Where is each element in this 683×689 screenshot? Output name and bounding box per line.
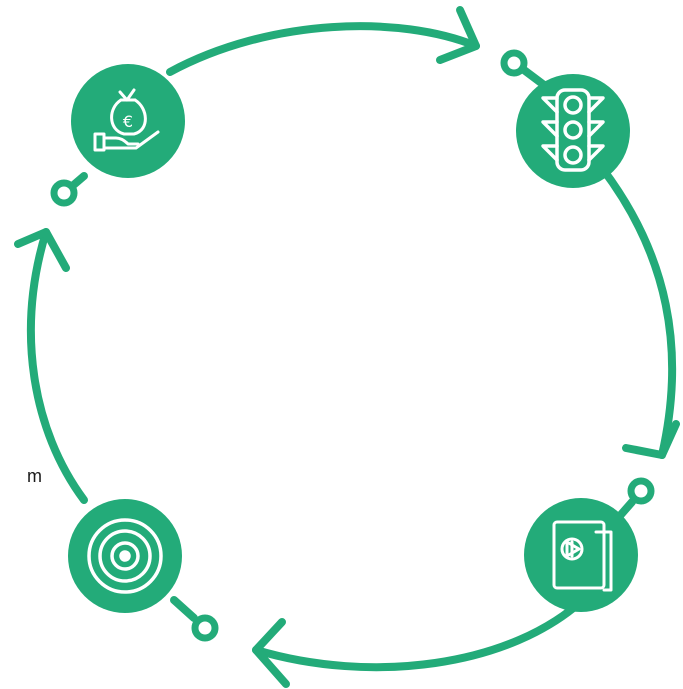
connector-stub-target xyxy=(170,596,198,622)
arc-traffic-to-folder xyxy=(598,164,677,459)
arrowhead-left xyxy=(14,228,70,272)
cropped-label-fragment: m xyxy=(27,466,42,486)
target-icon xyxy=(87,518,163,594)
connector-stub-traffic xyxy=(520,66,548,89)
arrowhead-top xyxy=(436,6,480,64)
connector-dot-target xyxy=(191,614,219,642)
connector-dot-folder xyxy=(627,477,655,505)
arc-folder-to-target xyxy=(252,594,589,672)
connector-dot-traffic xyxy=(500,49,528,77)
node-traffic xyxy=(516,74,630,188)
arc-target-to-finance xyxy=(26,228,88,504)
svg-text:€: € xyxy=(123,112,133,131)
arrowhead-right xyxy=(622,420,680,459)
arc-finance-to-traffic xyxy=(166,22,480,76)
document-folder-icon xyxy=(552,520,613,592)
connector-dot-finance xyxy=(50,179,78,207)
arrowhead-bottom xyxy=(252,618,290,688)
money-bag-euro-hand-icon: € xyxy=(93,88,160,152)
traffic-light-icon xyxy=(541,88,605,172)
